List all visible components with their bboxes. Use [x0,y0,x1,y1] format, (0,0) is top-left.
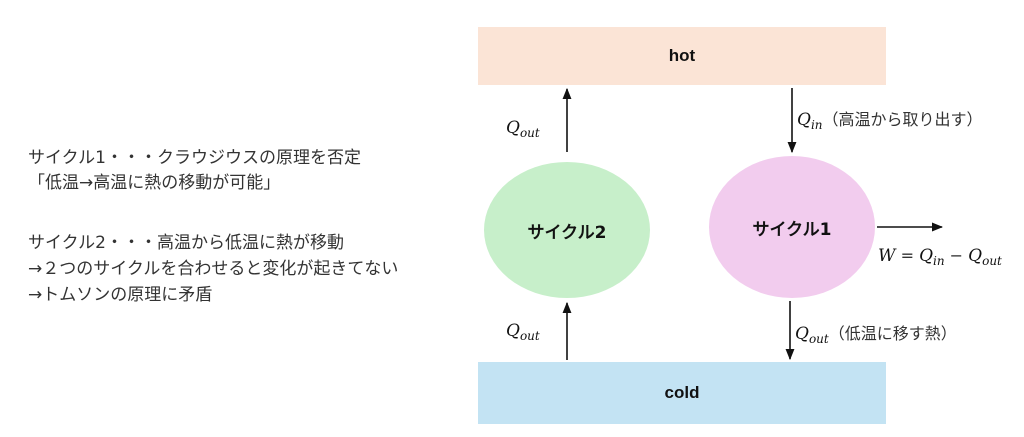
hot-reservoir: hot [478,27,886,85]
explanation-line-5: →トムソンの原理に矛盾 [28,285,213,305]
label-q-in: Qin（高温から取り出す） [797,110,983,132]
label-q-out-top: Qout [506,118,540,140]
label-q-out-bottom: Qout [506,321,540,343]
explanation-line-1: サイクル1・・・クラウジウスの原理を否定 [28,148,361,168]
cycle-2: サイクル2 [484,162,650,298]
cold-reservoir-label: cold [664,383,700,402]
label-q-in-note: （高温から取り出す） [822,110,983,129]
cycle-1-label: サイクル1 [752,219,832,240]
explanation-line-2: 「低温→高温に熱の移動が可能」 [28,173,281,193]
explanation-line-4: →２つのサイクルを合わせると変化が起きてない [28,259,399,279]
label-q-out-cold-note: （低温に移す熱） [828,324,957,343]
explanation-line-3: サイクル2・・・高温から低温に熱が移動 [28,233,344,253]
cycle-1: サイクル1 [709,156,875,298]
label-q-out-cold: Qout（低温に移す熱） [795,324,957,346]
label-work-equation: W = Qin − Qout [878,246,1002,268]
hot-reservoir-label: hot [668,46,696,65]
cold-reservoir: cold [478,362,886,424]
cycle-2-label: サイクル2 [527,222,607,243]
